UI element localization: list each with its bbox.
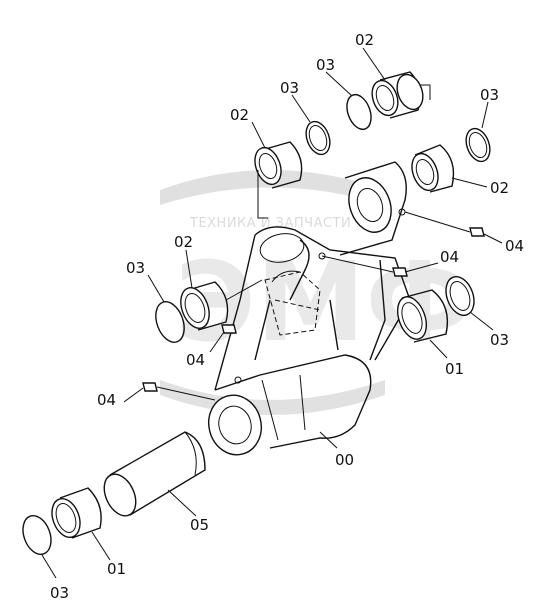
callout-01-right: 01 (445, 360, 464, 378)
callout-03-bottom: 03 (50, 584, 69, 602)
ring-03-right-top (465, 127, 491, 163)
callout-02-top: 02 (355, 31, 374, 49)
callout-04-left: 04 (97, 391, 116, 409)
leader-lines (41, 47, 503, 579)
grease-fitting-04-right-top (404, 211, 485, 237)
ring-03-right-mid (445, 275, 475, 317)
bushing-02-right (411, 144, 455, 193)
callout-04-right-top: 04 (505, 237, 524, 255)
seal-ring-03-bottom (22, 514, 52, 556)
ring-03-mid (305, 120, 331, 156)
arm-body (208, 226, 411, 456)
bushing-02-left-mid (180, 279, 263, 331)
callouts: 02 03 03 02 03 02 04 02 03 04 04 03 01 0… (50, 31, 524, 602)
bushing-02-left-upper (254, 141, 303, 189)
callout-00: 00 (335, 451, 354, 469)
grease-fitting-04-mid (221, 324, 237, 334)
seal-ring-03-top (346, 93, 372, 131)
grease-fitting-04-center (318, 252, 408, 277)
watermark-text: ТЕХНИКА И ЗАПЧАСТИ (189, 216, 351, 231)
callout-03-right-mid: 03 (490, 331, 509, 349)
grease-fitting-04-left (142, 382, 216, 401)
pin-05 (103, 431, 206, 517)
callout-02-left: 02 (230, 106, 249, 124)
watermark-letters: ЭМФ (175, 238, 474, 366)
bushing-02-top (371, 71, 424, 119)
callout-02-right: 02 (490, 179, 509, 197)
callout-03-top: 03 (316, 56, 335, 74)
bushing-01-right (396, 289, 449, 343)
upper-boss (339, 161, 407, 256)
seal-ring-03-left-mid (155, 301, 185, 343)
bushing-01-bottom (51, 487, 102, 539)
callout-03-right-top: 03 (480, 86, 499, 104)
callout-03-mid: 03 (280, 79, 299, 97)
watermark: ТЕХНИКА И ЗАПЧАСТИ ЭМФ (160, 170, 474, 415)
callout-04-center: 04 (440, 248, 459, 266)
callout-04-mid: 04 (186, 351, 205, 369)
callout-05: 05 (190, 516, 209, 534)
callout-02-left-mid: 02 (174, 233, 193, 251)
callout-01-bottom: 01 (107, 560, 126, 578)
callout-03-left-mid: 03 (126, 259, 145, 277)
